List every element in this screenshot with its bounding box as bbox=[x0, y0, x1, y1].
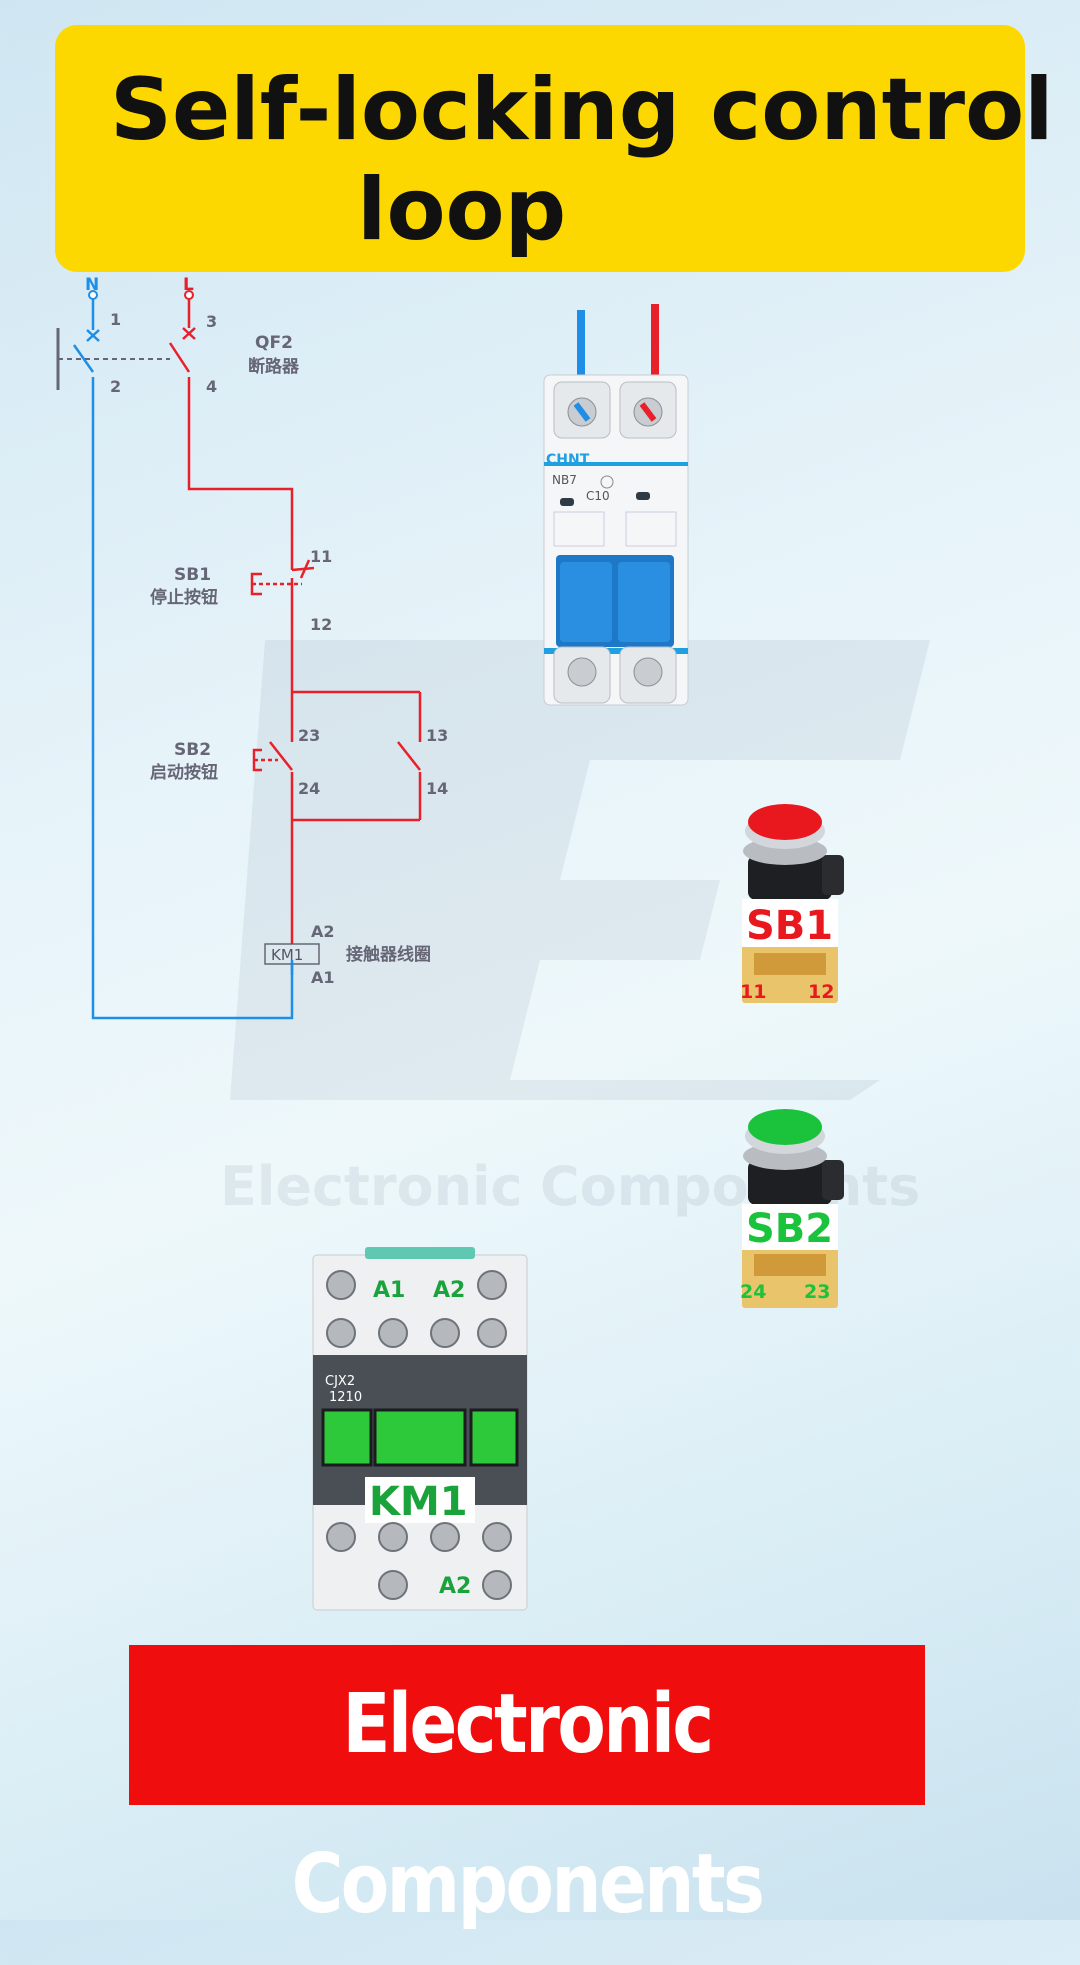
line-wire bbox=[168, 298, 422, 932]
terminal-14: 14 bbox=[426, 779, 448, 798]
qf2-name: 断路器 bbox=[248, 356, 300, 377]
breaker-photo: CHNT NB7 C10 bbox=[543, 304, 689, 706]
qf2-id: QF2 bbox=[255, 333, 293, 353]
terminal-a1: A1 bbox=[311, 968, 335, 987]
contactor-bottom: A2 bbox=[439, 1574, 471, 1599]
schematic-diagram: N L KM1 1 bbox=[56, 275, 448, 1020]
terminal-4: 4 bbox=[206, 377, 217, 396]
banner-text: Electronic Components bbox=[291, 1677, 765, 1932]
contactor-top-right: A2 bbox=[433, 1278, 465, 1303]
sb2-label: SB2 bbox=[746, 1206, 833, 1252]
contactor-label: KM1 bbox=[369, 1479, 468, 1525]
terminal-1: 1 bbox=[110, 310, 121, 329]
watermark-text-right: Components bbox=[540, 1155, 920, 1218]
contactor-top-left: A1 bbox=[373, 1278, 405, 1303]
sb2-term-left: 24 bbox=[740, 1281, 766, 1303]
sb1-button-photo: SB1 11 12 bbox=[740, 804, 844, 1003]
sb2-name: 启动按钮 bbox=[150, 762, 218, 783]
km1-name: 接触器线圈 bbox=[346, 944, 431, 965]
breaker-rating: C10 bbox=[586, 489, 610, 503]
terminal-13: 13 bbox=[426, 726, 448, 745]
title-banner: Self-locking control loop bbox=[55, 25, 1054, 272]
sb1-term-right: 12 bbox=[808, 981, 834, 1003]
terminal-11: 11 bbox=[310, 547, 332, 566]
terminal-23: 23 bbox=[298, 726, 320, 745]
breaker-model: NB7 bbox=[552, 473, 577, 487]
sb2-id: SB2 bbox=[174, 740, 211, 760]
terminal-12: 12 bbox=[310, 615, 332, 634]
sb1-id: SB1 bbox=[174, 565, 211, 585]
title-line-2: loop bbox=[357, 160, 567, 260]
terminal-n-circle bbox=[88, 290, 98, 300]
watermark-text-left: Electronic bbox=[220, 1155, 523, 1218]
contactor-model-2: 1210 bbox=[329, 1390, 362, 1405]
sb1-name: 停止按钮 bbox=[150, 587, 218, 608]
terminal-3: 3 bbox=[206, 312, 217, 331]
km1-contactor-photo: A1 A2 CJX2 1210 KM1 A2 bbox=[312, 1247, 528, 1611]
terminal-24: 24 bbox=[298, 779, 320, 798]
qf2-breaker-symbol bbox=[56, 328, 170, 390]
neutral-wire bbox=[72, 298, 294, 1020]
contactor-model-1: CJX2 bbox=[325, 1374, 355, 1389]
neutral-label: N bbox=[85, 275, 99, 295]
terminal-2: 2 bbox=[110, 377, 121, 396]
brand-banner: Electronic Components bbox=[129, 1645, 925, 1932]
breaker-brand: CHNT bbox=[546, 452, 590, 468]
sb2-term-right: 23 bbox=[804, 1281, 830, 1303]
line-label: L bbox=[183, 275, 194, 295]
km1-coil-label: KM1 bbox=[271, 946, 303, 964]
title-line-1: Self-locking control bbox=[110, 60, 1054, 160]
watermark-logo: Electronic Components bbox=[220, 640, 930, 1218]
sb1-label: SB1 bbox=[746, 903, 833, 949]
terminal-l-circle bbox=[184, 290, 194, 300]
terminal-a2: A2 bbox=[311, 922, 335, 941]
sb1-term-left: 11 bbox=[740, 981, 766, 1003]
sb2-button-photo: SB2 24 23 bbox=[740, 1109, 844, 1308]
